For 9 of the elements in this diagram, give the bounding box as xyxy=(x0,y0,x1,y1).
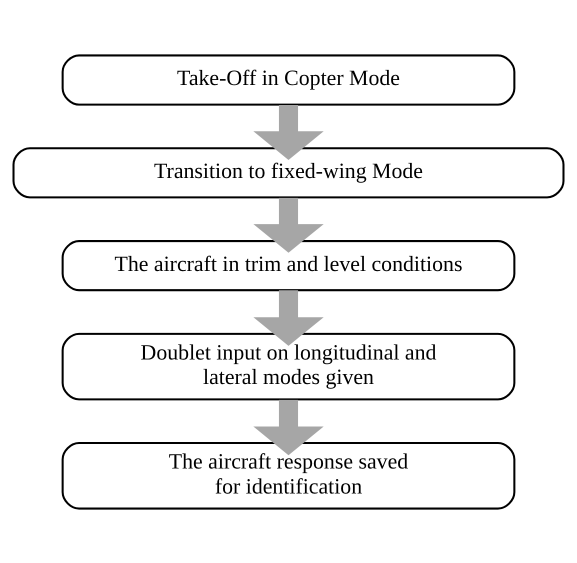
node-box: The aircraft in trim and level conditions xyxy=(62,240,516,291)
node-box: Doublet input on longitudinal and lateral modes given xyxy=(62,332,516,400)
node-box: Take-Off in Copter Mode xyxy=(62,54,516,106)
arrow xyxy=(253,399,324,455)
arrow xyxy=(253,197,324,252)
node-box: The aircraft response saved for identification xyxy=(62,442,516,510)
arrow xyxy=(253,290,324,346)
node-box: Transition to fixed-wing Mode xyxy=(12,146,565,198)
arrow xyxy=(253,104,324,160)
